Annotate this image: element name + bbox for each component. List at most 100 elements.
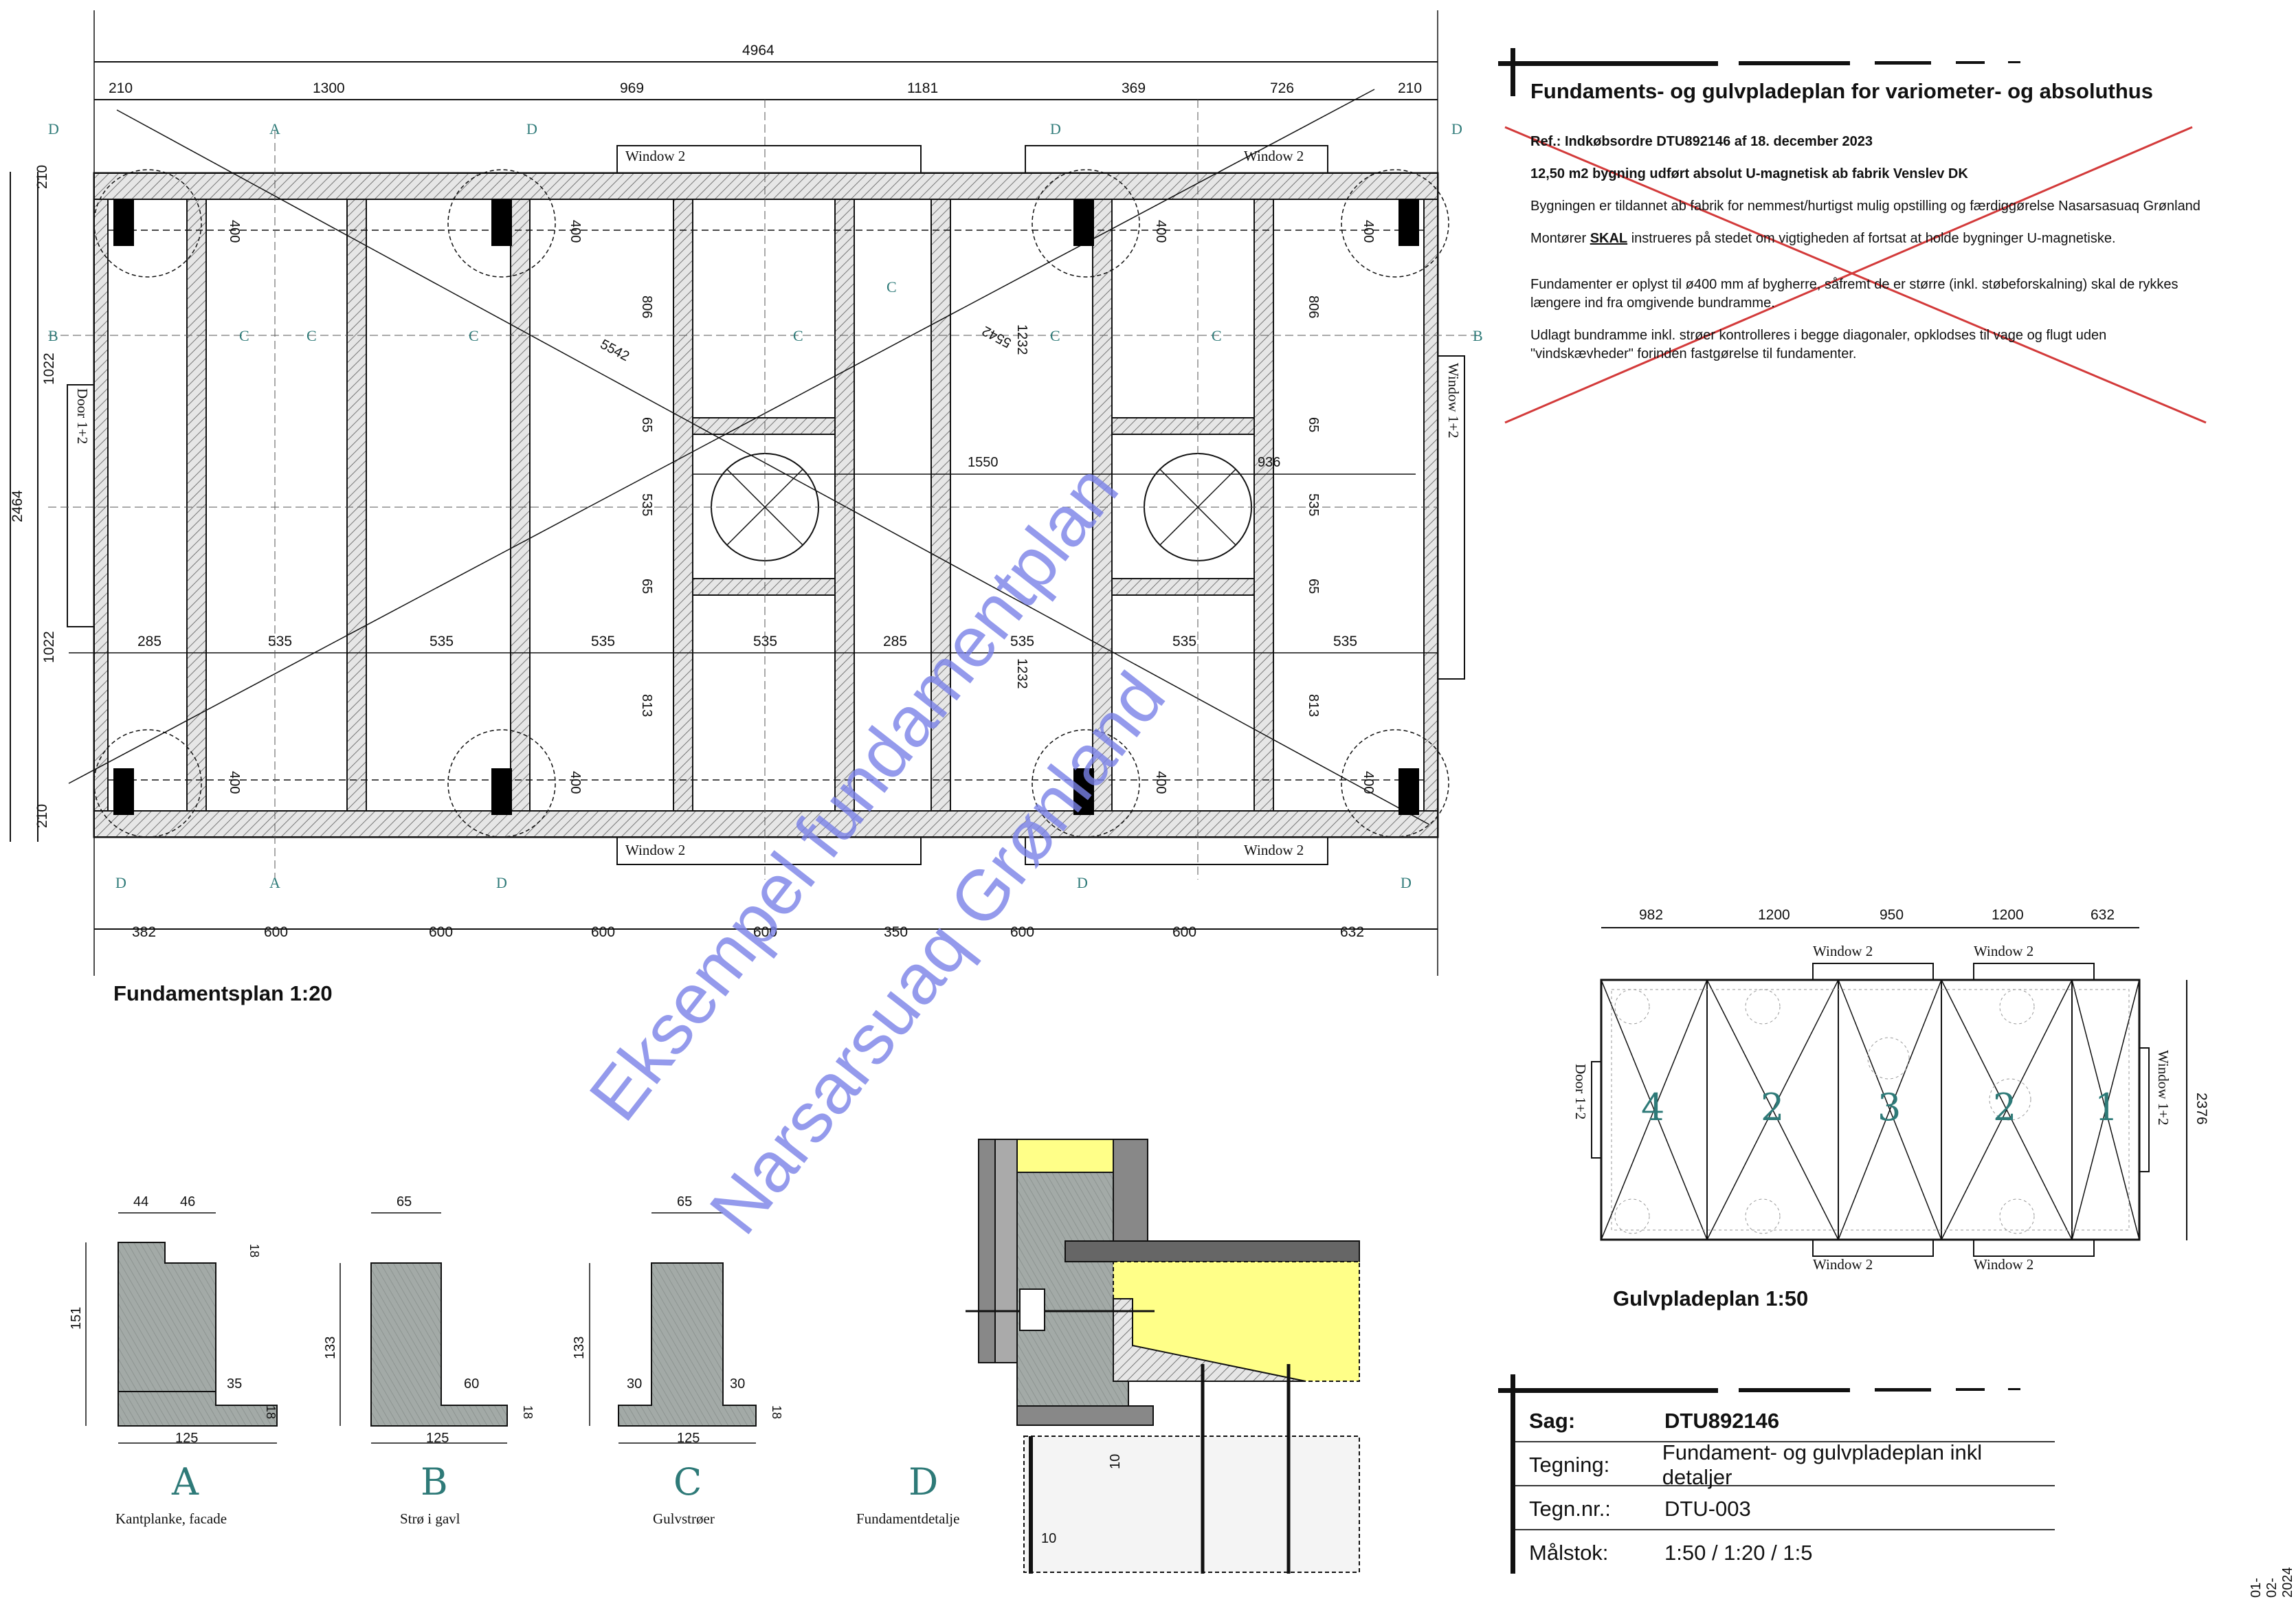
info-panel: Fundaments- og gulvpladeplan for variome… (1530, 79, 2211, 377)
dim-top: 1181 (907, 80, 939, 96)
detail-b-caption: Strø i gavl (400, 1510, 460, 1527)
detail-a-dim: 35 (227, 1376, 243, 1392)
dim-top: 210 (109, 80, 133, 96)
dim-bottom: 350 (884, 924, 909, 940)
section-mark: D (1451, 120, 1462, 137)
detail-c-caption: Gulvstrøer (653, 1510, 715, 1527)
detail-d-caption: Fundamentdetalje (856, 1510, 960, 1527)
sag-value: DTU892146 (1664, 1409, 1780, 1433)
inner-dim: 1232 (1014, 658, 1029, 689)
detail-b-dim: 65 (397, 1194, 412, 1209)
dim-bottom: 382 (132, 924, 157, 940)
inner-dim: 400 (568, 771, 583, 794)
floor-dim: 950 (1880, 907, 1904, 923)
inner-dim: 1232 (1014, 324, 1029, 355)
section-mark: B (48, 327, 58, 344)
dim-top: 726 (1270, 80, 1295, 96)
dim-left: 1022 (41, 353, 57, 385)
section-mark: C (1050, 327, 1060, 344)
detail-sections (85, 1212, 757, 1444)
detail-c-letter: C (673, 1460, 702, 1504)
detail-a-dim: 18 (247, 1244, 261, 1258)
floor-door-label: Door 1+2 (1572, 1064, 1589, 1120)
detail-a-caption: Kantplanke, facade (115, 1510, 227, 1527)
dim-top: 1300 (313, 80, 345, 96)
detail-d-letter: D (909, 1460, 939, 1504)
dim-top: 210 (1398, 80, 1423, 96)
detail-c-dim: 30 (627, 1376, 643, 1392)
inner-dim: 1550 (968, 455, 999, 470)
note-4: Udlagt bundramme inkl. strøer kontroller… (1530, 328, 2107, 361)
joist-dim: 535 (430, 634, 454, 649)
door-label: Door 1+2 (74, 388, 91, 445)
section-mark: C (887, 278, 897, 295)
inner-dim: 400 (1361, 771, 1376, 794)
dim-left: 1022 (41, 631, 57, 663)
inner-dim: 535 (1306, 493, 1321, 517)
section-mark: D (1050, 120, 1061, 137)
inner-dim: 806 (1306, 295, 1321, 319)
detail-a-dim: 44 (133, 1194, 149, 1209)
inner-dim: 65 (1306, 579, 1321, 594)
fundamentsplan (10, 10, 1478, 976)
title-row-tegning: Tegning:Fundament- og gulvpladeplan inkl… (1529, 1440, 2051, 1489)
note-3: Fundamenter er oplyst til ø400 mm af byg… (1530, 277, 2178, 311)
section-mark: C (793, 327, 803, 344)
window-bottom-left-label: Window 2 (625, 842, 686, 858)
joist-dim: 285 (883, 634, 908, 649)
malstok-value: 1:50 / 1:20 / 1:5 (1664, 1541, 1813, 1565)
floor-panel-number: 3 (1877, 1086, 1902, 1129)
detail-c-dim: 30 (730, 1376, 746, 1392)
inner-dim: 65 (1306, 417, 1321, 433)
dim-left: 210 (34, 803, 50, 828)
detail-a-dim: 151 (69, 1306, 84, 1330)
note-2-post: instrueres på stedet om vigtigheden af f… (1627, 231, 2116, 246)
joist-dim: 535 (268, 634, 293, 649)
dim-left: 2464 (10, 490, 25, 522)
dim-bottom: 600 (429, 924, 454, 940)
section-mark: A (269, 120, 280, 137)
floor-panel-number: 4 (1641, 1086, 1665, 1129)
floor-side-dim: 2376 (2194, 1093, 2209, 1125)
title-row-malstok: Målstok: 1:50 / 1:20 / 1:5 (1529, 1531, 2051, 1575)
detail-b-letter: B (421, 1460, 448, 1504)
window-bottom-right-label: Window 2 (1244, 842, 1304, 858)
dim-bottom: 632 (1340, 924, 1365, 940)
floor-panel-number: 1 (2095, 1086, 2119, 1129)
inner-dim: 400 (1153, 220, 1168, 243)
section-mark: A (269, 874, 280, 891)
inner-dim: 813 (639, 694, 654, 717)
malstok-label: Målstok: (1529, 1541, 1609, 1565)
tegnnr-label: Tegn.nr.: (1529, 1497, 1611, 1521)
window-top-left-label: Window 2 (625, 148, 686, 164)
detail-b-dim: 18 (521, 1405, 535, 1420)
dim-bottom: 600 (1010, 924, 1035, 940)
detail-a-dim: 18 (264, 1405, 278, 1420)
floor-panel-number: 2 (1761, 1086, 1785, 1129)
inner-dim: 813 (1306, 694, 1321, 717)
dim-left: 210 (34, 164, 50, 189)
inner-dim: 400 (1361, 220, 1376, 243)
inner-dim: 65 (639, 579, 654, 594)
floor-dim: 982 (1639, 907, 1664, 923)
title-row-sag: Sag: DTU892146 (1529, 1399, 2051, 1443)
detail-d-dim: 10 (1108, 1453, 1123, 1469)
inner-dim: 400 (1153, 771, 1168, 794)
drawing-title: Fundaments- og gulvpladeplan for variome… (1530, 79, 2153, 103)
title-bars (1498, 48, 2207, 1574)
joist-dim: 535 (1333, 634, 1358, 649)
detail-a-dim: 125 (175, 1431, 199, 1446)
gulvpladeplan-caption: Gulvpladeplan 1:50 (1613, 1286, 1809, 1310)
detail-c-dim: 18 (770, 1405, 783, 1420)
section-mark: C (306, 327, 317, 344)
tegning-label: Tegning: (1529, 1453, 1610, 1477)
window-top-right-label: Window 2 (1244, 148, 1304, 164)
fundamentsplan-caption: Fundamentsplan 1:20 (113, 981, 333, 1005)
dim-bottom: 600 (753, 924, 778, 940)
inner-dim: 400 (568, 220, 583, 243)
dim-bottom: 600 (1172, 924, 1197, 940)
note-2-emphasis: SKAL (1590, 231, 1628, 246)
section-mark: D (1401, 874, 1412, 891)
sag-label: Sag: (1529, 1409, 1576, 1433)
